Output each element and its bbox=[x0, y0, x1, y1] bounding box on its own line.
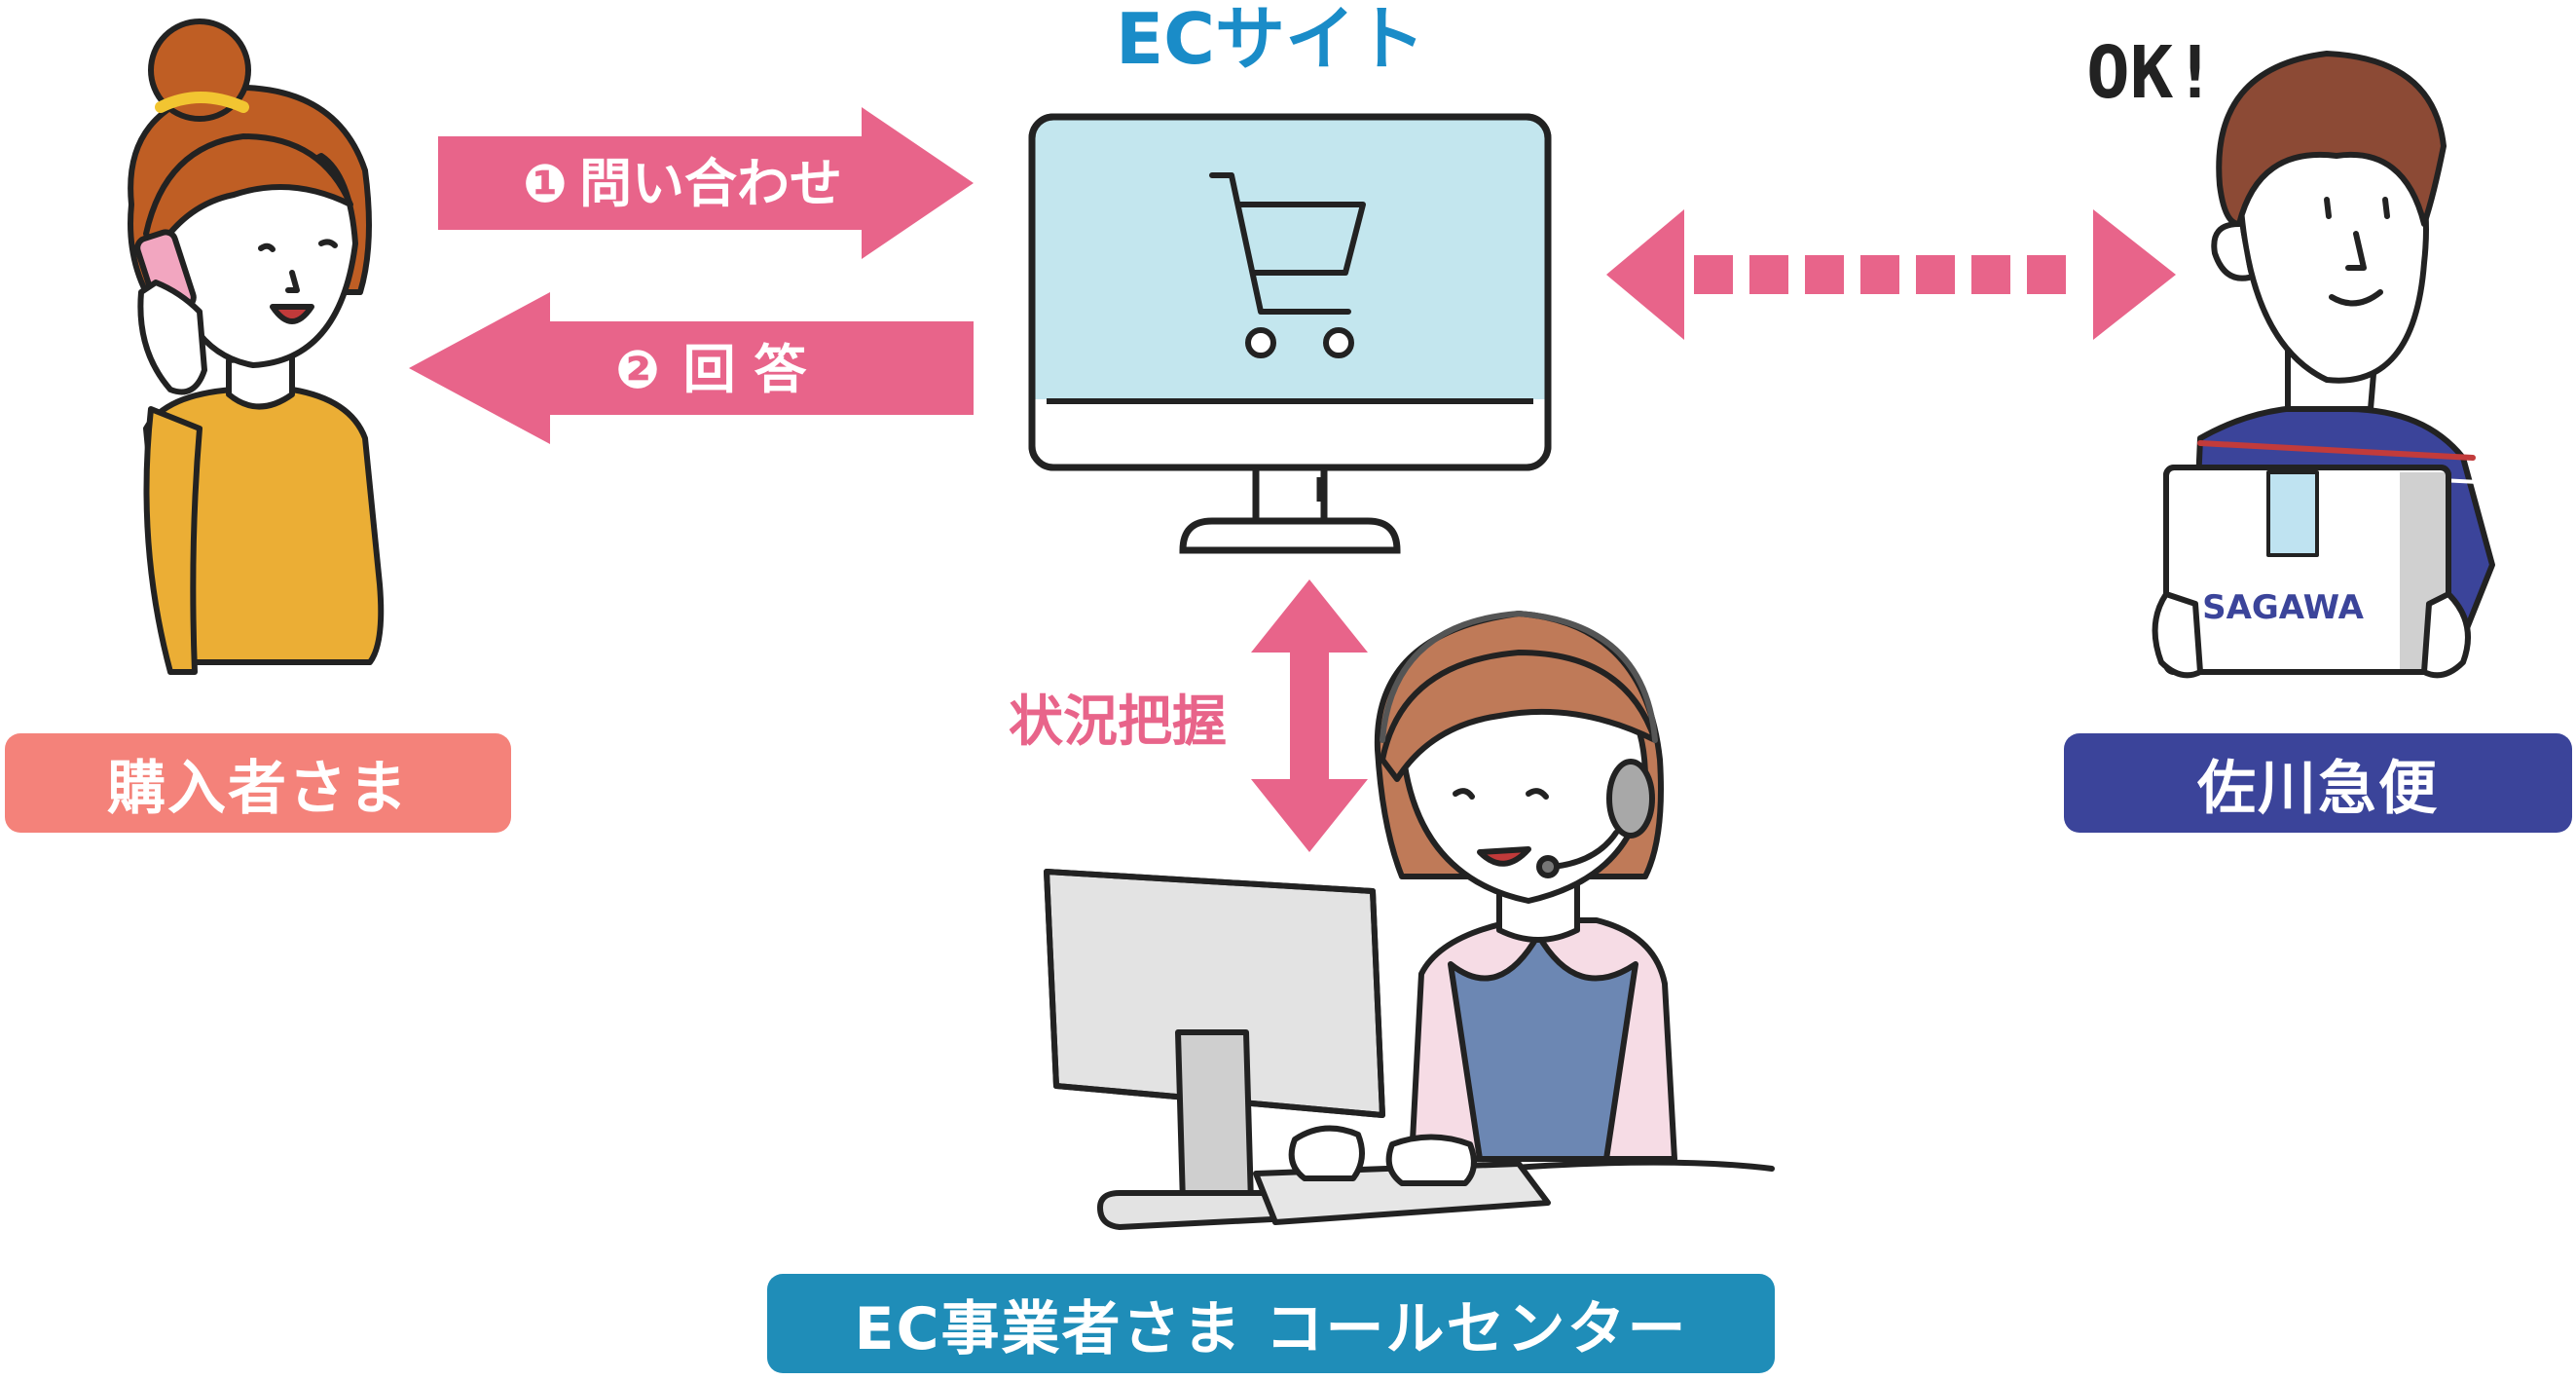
courier-illustration bbox=[2152, 51, 2495, 679]
answer-text: 回 答 bbox=[683, 339, 808, 400]
status-double-arrow bbox=[1251, 579, 1368, 852]
customer-label: 購入者さま bbox=[5, 733, 511, 833]
courier-speech: OK! bbox=[2086, 31, 2217, 115]
cart-icon bbox=[1209, 172, 1366, 358]
status-label: 状況把握 bbox=[1009, 690, 1227, 754]
answer-arrow bbox=[409, 292, 974, 444]
inquiry-number: ❶ bbox=[523, 153, 568, 214]
inquiry-arrow bbox=[438, 107, 974, 259]
inquiry-arrow-label: ❶ 問い合わせ bbox=[523, 153, 842, 214]
customer-illustration bbox=[128, 19, 385, 675]
ec-site-monitor bbox=[1028, 113, 1552, 554]
answer-arrow-label: ❷ 回 答 bbox=[615, 339, 807, 400]
operator-illustration bbox=[1044, 611, 1775, 1230]
answer-number: ❷ bbox=[615, 339, 660, 400]
box-brand-text: SAGAWA bbox=[2202, 588, 2364, 627]
callcenter-label: EC事業者さま コールセンター bbox=[767, 1274, 1775, 1373]
dashed-double-arrow bbox=[1606, 209, 2176, 340]
courier-label: 佐川急便 bbox=[2064, 733, 2572, 833]
inquiry-text: 問い合わせ bbox=[579, 153, 842, 214]
site-title: ECサイト bbox=[1116, 0, 1425, 80]
